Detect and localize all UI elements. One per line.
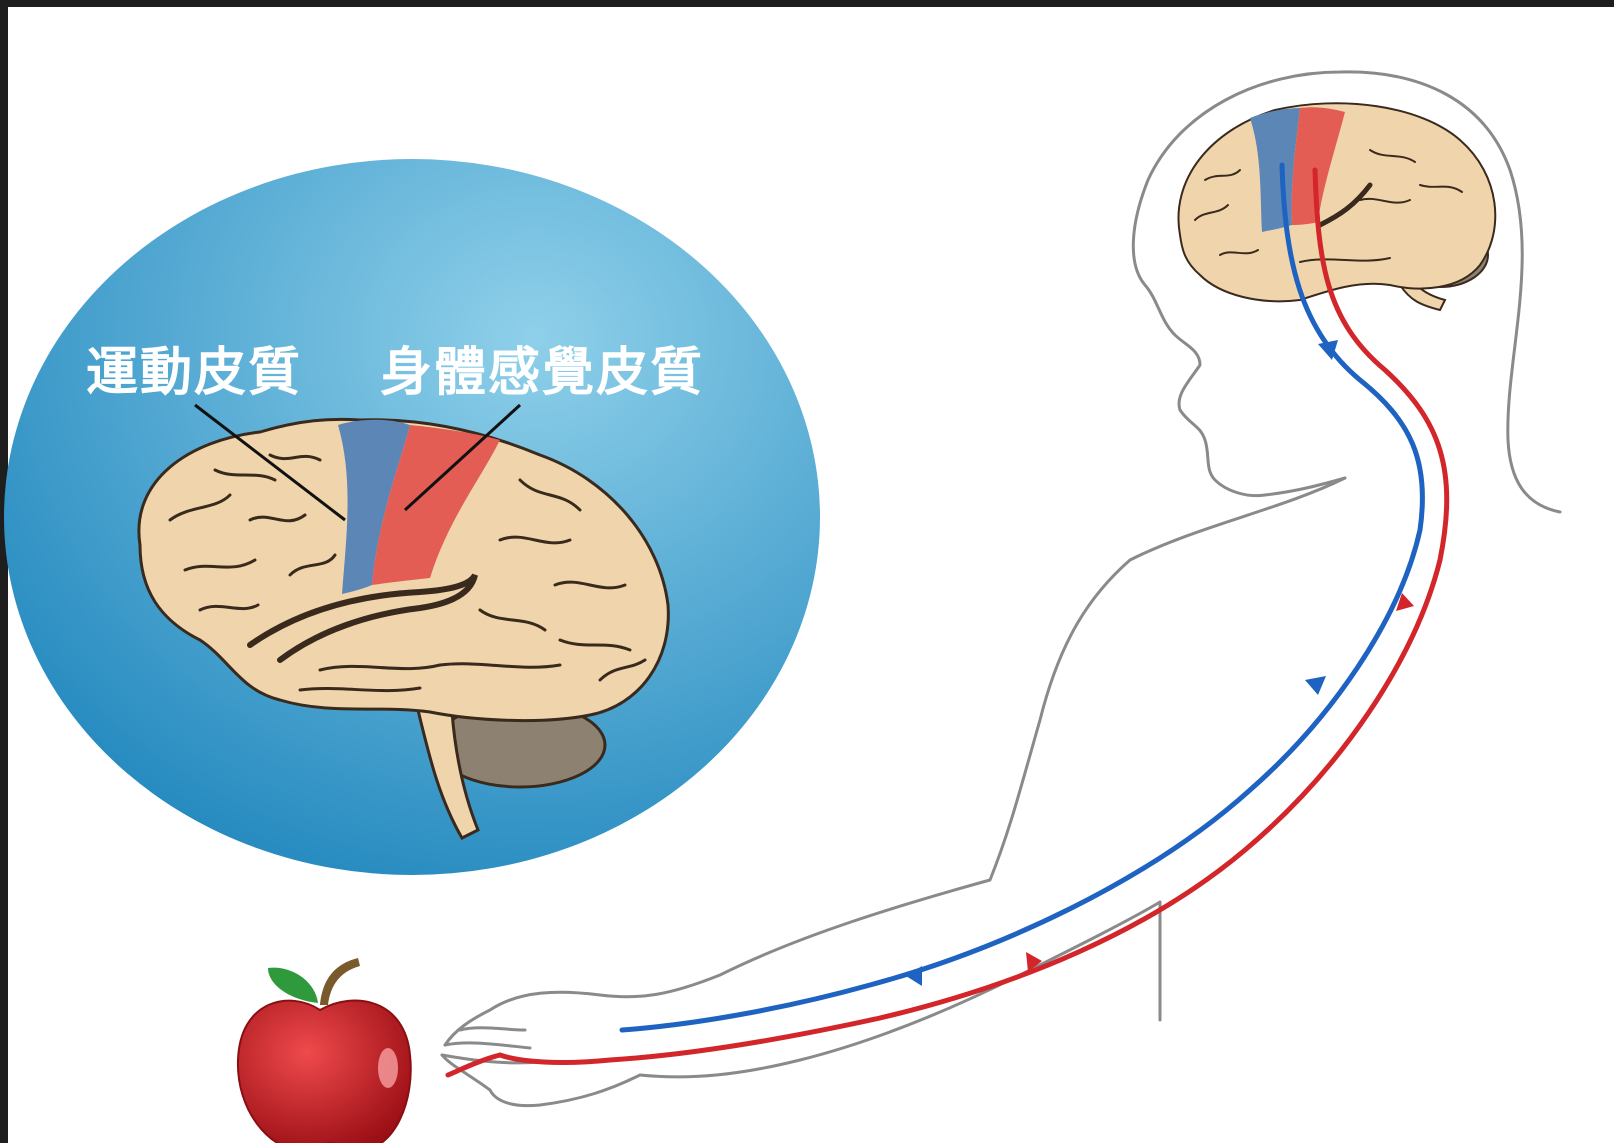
brain-closeup: 運動皮質 身體感覺皮質 (4, 159, 820, 875)
motor-cortex-label: 運動皮質 (86, 343, 302, 403)
somatosensory-cortex-label: 身體感覺皮質 (380, 343, 704, 403)
brain-in-head (1178, 103, 1495, 310)
apple-highlight (378, 1048, 398, 1088)
